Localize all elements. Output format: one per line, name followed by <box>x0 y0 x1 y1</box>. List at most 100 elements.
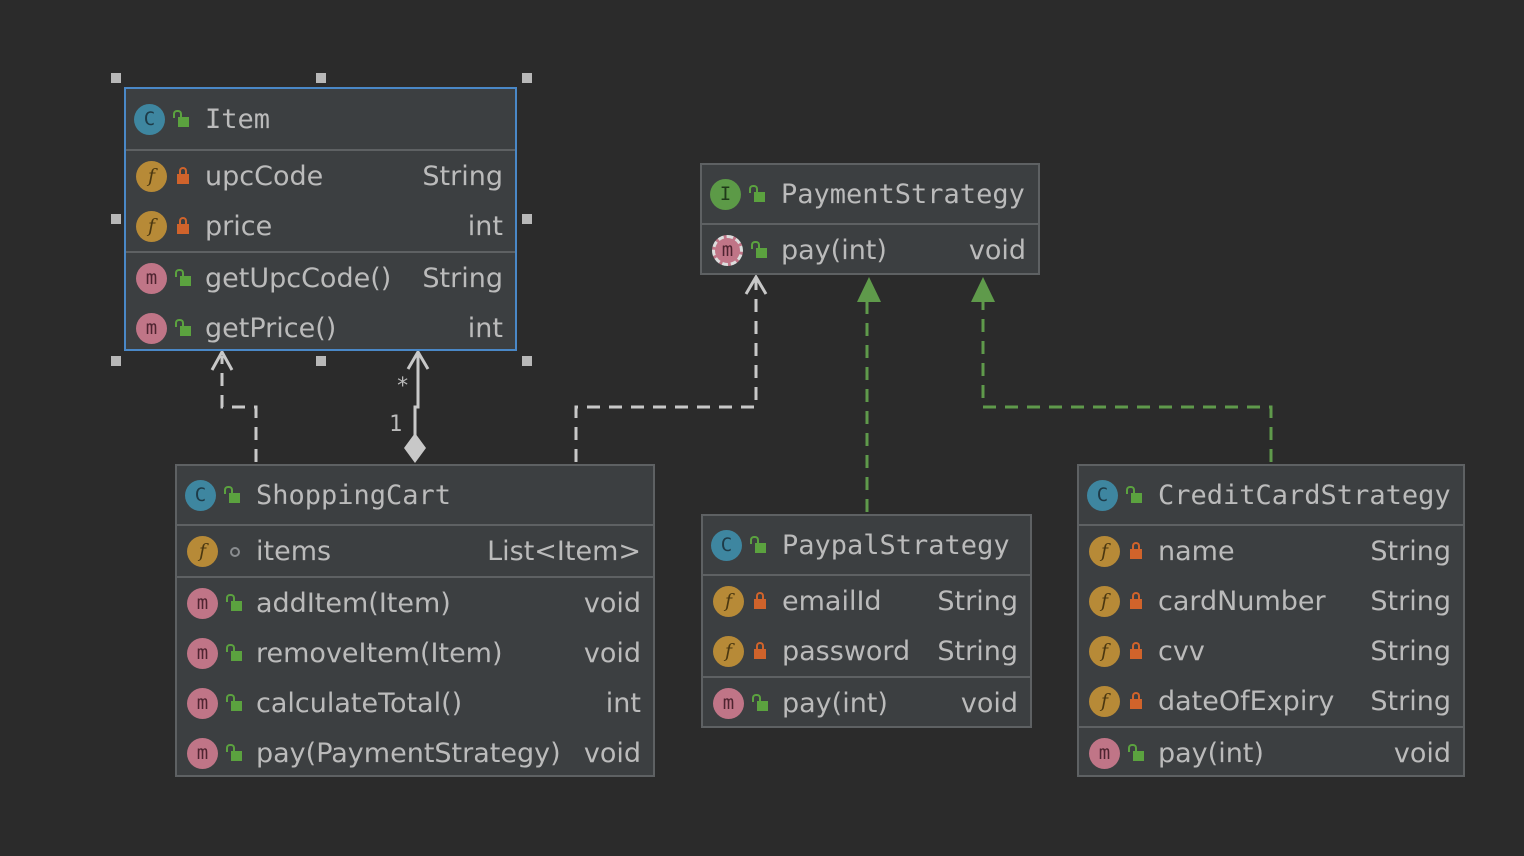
class-shopping-cart-header: C ShoppingCart <box>177 466 653 526</box>
class-credit-card-strategy[interactable]: C CreditCardStrategy f name String f car… <box>1077 464 1465 777</box>
method-return-type: void <box>583 587 641 619</box>
field-row[interactable]: f name String <box>1079 526 1463 576</box>
method-name: getUpcCode() <box>205 262 392 294</box>
class-paypal-strategy-fields: f emailId String f password String <box>703 576 1030 678</box>
selection-handle-bottom-left[interactable] <box>111 356 121 366</box>
field-type: List<Item> <box>487 535 641 567</box>
method-name: removeItem(Item) <box>256 637 503 669</box>
selection-handle-top-left[interactable] <box>111 73 121 83</box>
dependency-arrowhead-item <box>210 348 234 371</box>
class-item-name: Item <box>205 103 271 135</box>
field-row[interactable]: f cardNumber String <box>1079 576 1463 626</box>
field-row[interactable]: f price int <box>126 201 515 251</box>
class-icon: C <box>134 103 165 135</box>
field-row[interactable]: f cvv String <box>1079 626 1463 676</box>
private-visibility-icon <box>752 592 768 610</box>
class-item[interactable]: C Item f upcCode String f price int m ge… <box>124 87 517 351</box>
method-icon: m <box>713 687 744 719</box>
method-row[interactable]: m getUpcCode() String <box>126 253 515 303</box>
public-visibility-icon <box>1126 486 1142 504</box>
public-visibility-icon <box>752 694 768 712</box>
method-row[interactable]: m pay(int) void <box>702 225 1038 275</box>
public-visibility-icon <box>1128 744 1144 762</box>
public-visibility-icon <box>750 536 766 554</box>
field-type: int <box>467 210 503 242</box>
aggregation-diamond <box>404 433 426 463</box>
field-row[interactable]: f items List<Item> <box>177 526 653 576</box>
class-credit-card-strategy-name: CreditCardStrategy <box>1158 479 1451 511</box>
field-name: cardNumber <box>1158 585 1326 617</box>
class-icon: C <box>185 479 216 511</box>
class-paypal-strategy-methods: m pay(int) void <box>703 678 1030 728</box>
private-visibility-icon <box>175 167 191 185</box>
field-name: items <box>256 535 332 567</box>
method-icon: m <box>187 587 218 619</box>
private-visibility-icon <box>1128 542 1144 560</box>
field-row[interactable]: f emailId String <box>703 576 1030 626</box>
field-icon: f <box>713 635 744 667</box>
aggregation-edge-cart-to-item[interactable] <box>413 354 420 440</box>
field-icon: f <box>136 160 167 192</box>
method-return-type: void <box>583 737 641 769</box>
public-visibility-icon <box>175 319 191 337</box>
method-row[interactable]: m pay(int) void <box>1079 728 1463 778</box>
method-return-type: void <box>583 637 641 669</box>
method-return-type: int <box>605 687 641 719</box>
method-row[interactable]: m addItem(Item) void <box>177 578 653 628</box>
field-type: String <box>937 635 1018 667</box>
method-row[interactable]: m getPrice() int <box>126 303 515 353</box>
method-row[interactable]: m pay(PaymentStrategy) void <box>177 728 653 778</box>
selection-handle-bottom-right[interactable] <box>522 356 532 366</box>
field-row[interactable]: f password String <box>703 626 1030 676</box>
field-icon: f <box>1089 685 1120 717</box>
public-visibility-icon <box>173 110 189 128</box>
class-item-methods: m getUpcCode() String m getPrice() int <box>126 253 515 353</box>
selection-handle-right[interactable] <box>522 214 532 224</box>
class-icon: C <box>1087 479 1118 511</box>
field-name: price <box>205 210 273 242</box>
interface-payment-strategy-name: PaymentStrategy <box>781 178 1025 210</box>
field-name: password <box>782 635 911 667</box>
method-icon: m <box>187 687 218 719</box>
method-name: pay(PaymentStrategy) <box>256 737 561 769</box>
public-visibility-icon <box>175 269 191 287</box>
class-shopping-cart[interactable]: C ShoppingCart f items List<Item> m addI… <box>175 464 655 777</box>
method-name: getPrice() <box>205 312 337 344</box>
realization-edge-credit-card[interactable] <box>981 300 1273 462</box>
public-visibility-icon <box>226 744 242 762</box>
class-credit-card-strategy-header: C CreditCardStrategy <box>1079 466 1463 526</box>
private-visibility-icon <box>1128 692 1144 710</box>
method-icon: m <box>136 312 167 344</box>
field-icon: f <box>1089 635 1120 667</box>
selection-handle-left[interactable] <box>111 214 121 224</box>
field-row[interactable]: f dateOfExpiry String <box>1079 676 1463 726</box>
class-paypal-strategy[interactable]: C PaypalStrategy f emailId String f pass… <box>701 514 1032 728</box>
selection-handle-top-right[interactable] <box>522 73 532 83</box>
selection-handle-top[interactable] <box>316 73 326 83</box>
field-row[interactable]: f upcCode String <box>126 151 515 201</box>
method-icon: m <box>187 737 218 769</box>
method-name: pay(int) <box>781 234 887 266</box>
method-name: pay(int) <box>782 687 888 719</box>
dependency-edge-cart-to-item[interactable] <box>220 356 258 462</box>
field-type: String <box>1370 685 1451 717</box>
method-row[interactable]: m pay(int) void <box>703 678 1030 728</box>
public-visibility-icon <box>226 694 242 712</box>
interface-payment-strategy[interactable]: I PaymentStrategy m pay(int) void <box>700 163 1040 275</box>
field-icon: f <box>1089 585 1120 617</box>
field-name: emailId <box>782 585 882 617</box>
selection-handle-bottom[interactable] <box>316 356 326 366</box>
field-type: String <box>422 160 503 192</box>
field-type: String <box>1370 635 1451 667</box>
field-icon: f <box>713 585 744 617</box>
method-row[interactable]: m calculateTotal() int <box>177 678 653 728</box>
method-row[interactable]: m removeItem(Item) void <box>177 628 653 678</box>
method-name: addItem(Item) <box>256 587 451 619</box>
class-paypal-strategy-name: PaypalStrategy <box>782 529 1010 561</box>
method-icon: m <box>1089 737 1120 769</box>
method-return-type: void <box>968 234 1026 266</box>
dependency-edge-cart-to-payment-strategy[interactable] <box>574 280 758 462</box>
public-visibility-icon <box>749 185 765 203</box>
method-icon: m <box>187 637 218 669</box>
